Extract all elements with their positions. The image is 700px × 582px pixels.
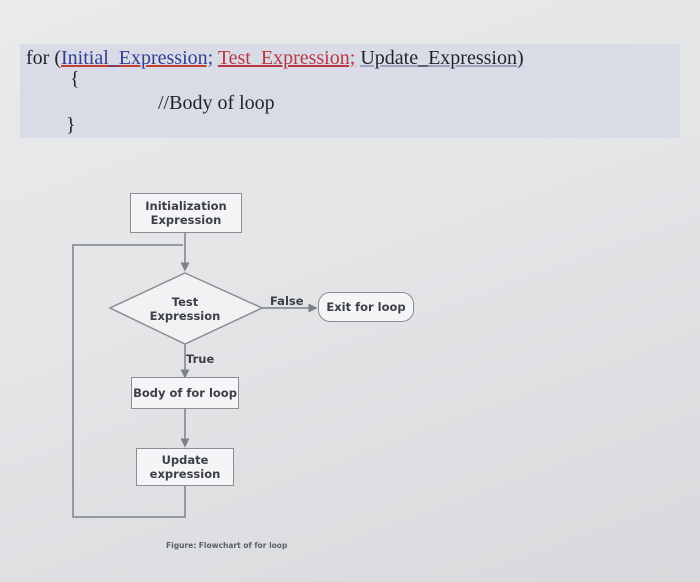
exit-loop-box: Exit for loop xyxy=(318,292,414,322)
body-comment: //Body of loop xyxy=(158,92,275,114)
for-statement-line: for (Initial_Expression; Test_Expression… xyxy=(26,47,524,70)
init-expression: Initial_Expression; xyxy=(60,47,214,69)
update-expression-box: Update expression xyxy=(136,448,234,486)
initialization-box: Initialization Expression xyxy=(130,193,242,233)
false-label: False xyxy=(270,294,304,308)
test-expression-label: Test Expression xyxy=(149,295,221,323)
open-brace: { xyxy=(70,68,80,90)
code-snippet: for (Initial_Expression; Test_Expression… xyxy=(20,44,680,138)
for-keyword: for ( xyxy=(26,47,61,69)
true-label: True xyxy=(186,352,215,366)
loop-back-line xyxy=(72,244,186,518)
figure-caption: Figure: Flowchart of for loop xyxy=(166,541,288,550)
loop-body-box: Body of for loop xyxy=(131,377,239,409)
update-expression: Update_Expression) xyxy=(360,47,524,69)
test-expression: Test_Expression; xyxy=(217,47,356,69)
close-brace: } xyxy=(66,114,76,136)
